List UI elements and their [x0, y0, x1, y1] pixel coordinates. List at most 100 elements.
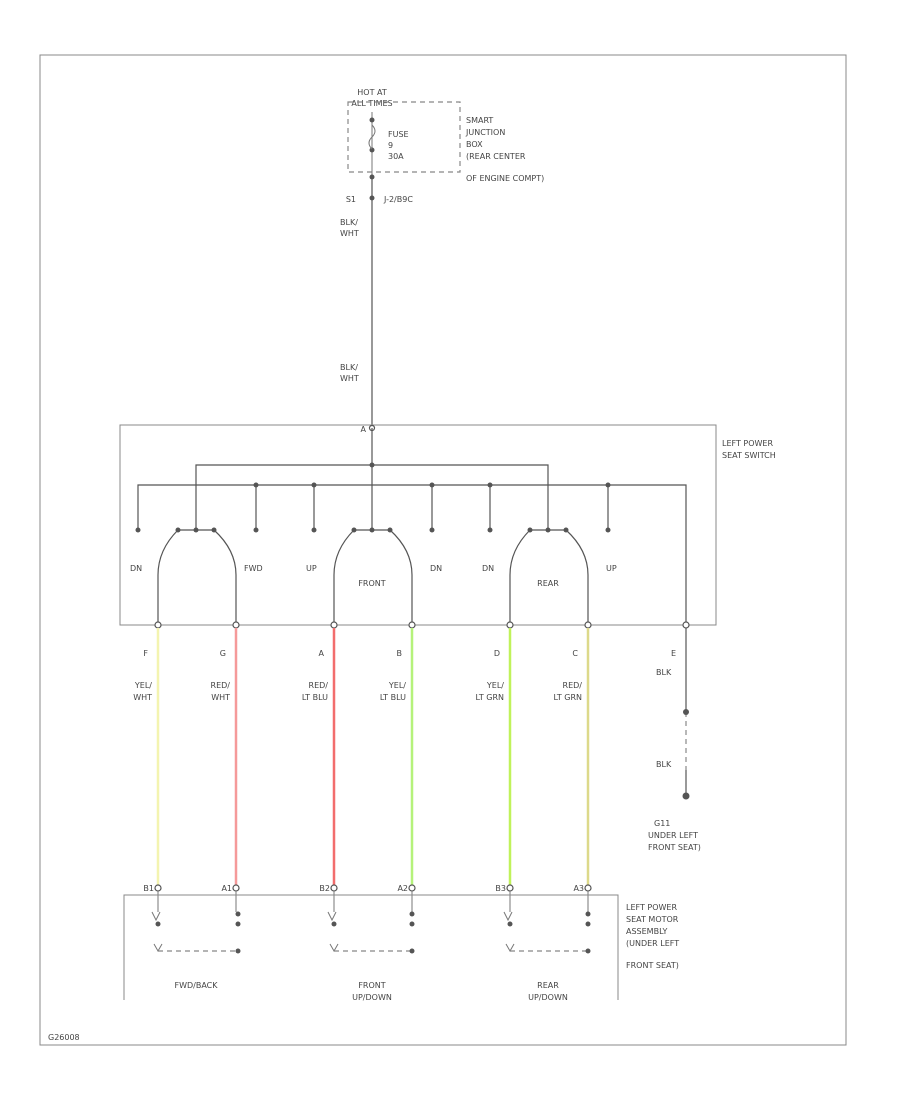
- motor-terminal: [235, 911, 241, 917]
- ground-wire-color-upper: BLK: [656, 668, 672, 677]
- feed-wire-color-upper-line2: WHT: [340, 229, 359, 238]
- motor-connector-terminal: [232, 884, 240, 892]
- hot-label-line1: HOT AT: [357, 88, 387, 97]
- switch-contact: [311, 527, 317, 533]
- fuse-terminal-bottom: [369, 147, 375, 153]
- switch-3-name: REAR: [537, 579, 559, 588]
- switch-bus-node: [369, 462, 375, 468]
- fuse-label-line2: 9: [388, 141, 393, 150]
- motor-assembly-line5: FRONT SEAT): [626, 961, 679, 970]
- motor-connector-terminal: [154, 884, 162, 892]
- switch-name-line2: SEAT SWITCH: [722, 451, 776, 460]
- motor-terminal: [585, 911, 591, 917]
- ground-name-line1: G11: [654, 819, 670, 828]
- switch-ground-bus: [137, 484, 687, 625]
- ground-splice-point: [683, 709, 689, 715]
- switch-contact: [605, 527, 611, 533]
- motor-fwd-back: FWD/BACK: [151, 911, 241, 990]
- switch-arm-right: [565, 529, 589, 625]
- hot-label-line2: ALL TIMES: [351, 99, 392, 108]
- switch-pin-label: C: [572, 649, 578, 658]
- motor-3-label-line1: REAR: [537, 981, 559, 990]
- switch-arm-right: [389, 529, 413, 625]
- feed-wire-color-lower-line1: BLK/: [340, 363, 358, 372]
- motor-pin-label: B1: [143, 884, 154, 893]
- fuse-label-line1: FUSE: [388, 130, 409, 139]
- wire-color-label: YEL/: [486, 681, 504, 690]
- ground-name-line2: UNDER LEFT: [648, 831, 698, 840]
- switch-output-terminal: [330, 621, 338, 629]
- motor-front-up-down: FRONT UP/DOWN: [327, 911, 415, 1002]
- fuse-icon: [368, 124, 376, 150]
- switch-output-terminal: [584, 621, 592, 629]
- motor-terminal: [155, 921, 161, 927]
- junction-box-line3: BOX: [466, 140, 483, 149]
- power-source: HOT AT ALL TIMES FUSE 9 30A: [347, 88, 461, 180]
- switch-front: UP DN FRONT: [306, 527, 442, 625]
- switch-3-right-label: UP: [606, 564, 617, 573]
- switch-arm-left: [333, 529, 355, 625]
- ground-name-line3: FRONT SEAT): [648, 843, 701, 852]
- switch-contact: [135, 527, 141, 533]
- seat-motor-assembly: LEFT POWER SEAT MOTOR ASSEMBLY (UNDER LE…: [123, 894, 679, 1002]
- feed-wire-color-upper-line1: BLK/: [340, 218, 358, 227]
- switch-2-left-label: UP: [306, 564, 317, 573]
- motor-pin-label: A2: [397, 884, 408, 893]
- feed-wire-color-lower-line2: WHT: [340, 374, 359, 383]
- wire-color-label: WHT: [211, 693, 230, 702]
- motor-pin-label: A3: [573, 884, 584, 893]
- ground-point-icon: [682, 792, 690, 800]
- switch-top-pin: A: [361, 425, 367, 434]
- motor-terminal-icon: [151, 911, 161, 922]
- motor-symbol-icon: [153, 943, 163, 953]
- switch-ground-terminal: [682, 621, 690, 629]
- switch-name-line1: LEFT POWER: [722, 439, 773, 448]
- motor-winding-end: [409, 948, 415, 954]
- diagram-code: G26008: [48, 1033, 80, 1042]
- motor-winding-end: [235, 948, 241, 954]
- switch-arm-left: [157, 529, 179, 625]
- motor-symbol-icon: [329, 943, 339, 953]
- fuse-terminal-top: [369, 117, 375, 123]
- wire-color-label: YEL/: [388, 681, 406, 690]
- switch-output-terminal: [154, 621, 162, 629]
- motor-assembly-line2: SEAT MOTOR: [626, 915, 679, 924]
- switch-contact: [429, 527, 435, 533]
- motor-terminal: [507, 921, 513, 927]
- ground-circuit: E BLK BLK G11 UNDER LEFT FRONT SEAT): [648, 628, 701, 852]
- switch-pin-label: F: [143, 649, 148, 658]
- switch-pin-label: G: [220, 649, 226, 658]
- wire-color-label: LT BLU: [380, 693, 406, 702]
- switch-contact: [253, 527, 259, 533]
- motor-assembly-line4: (UNDER LEFT: [626, 939, 679, 948]
- switch-output-terminal: [408, 621, 416, 629]
- motor-3-label-line2: UP/DOWN: [528, 993, 568, 1002]
- switch-contact: [487, 527, 493, 533]
- junction-box-line2: JUNCTION: [465, 128, 505, 137]
- switch-3-left-label: DN: [482, 564, 494, 573]
- motor-connector-terminal: [506, 884, 514, 892]
- motor-rear-up-down: REAR UP/DOWN: [503, 911, 591, 1002]
- feed-connector-pin: S1: [346, 195, 356, 204]
- switch-output-terminal: [232, 621, 240, 629]
- switch-pin-label: B: [397, 649, 403, 658]
- motor-terminal: [409, 921, 415, 927]
- seat-switch-outline: [119, 424, 717, 626]
- junction-box-line5: OF ENGINE COMPT): [466, 174, 544, 183]
- motor-pin-label: B3: [495, 884, 506, 893]
- ground-wire-color-lower: BLK: [656, 760, 672, 769]
- seat-switch-assembly: A LEFT POWER SEAT SWITCH DN FWD: [119, 424, 776, 629]
- motor-1-label-line1: FWD/BACK: [174, 981, 218, 990]
- wire-color-label: RED/: [563, 681, 583, 690]
- junction-box-line1: SMART: [466, 116, 493, 125]
- switch-rear: DN UP REAR: [482, 527, 617, 625]
- switch-pin-label: A: [319, 649, 325, 658]
- motor-symbol-icon: [505, 943, 515, 953]
- motor-terminal: [585, 921, 591, 927]
- seat-motor-outline: [123, 894, 619, 1000]
- switch-2-name: FRONT: [358, 579, 385, 588]
- switch-arm-right: [213, 529, 237, 625]
- motor-terminal-icon: [327, 911, 337, 922]
- motor-connector-terminal: [408, 884, 416, 892]
- motor-terminal: [409, 911, 415, 917]
